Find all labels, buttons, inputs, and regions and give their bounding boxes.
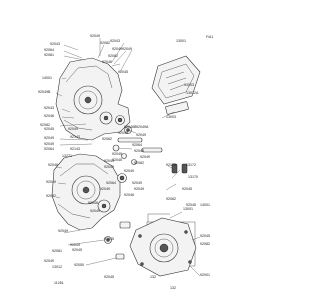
part-callout: 92049 (136, 133, 146, 137)
part-callout: 92143 (70, 135, 80, 139)
part-callout: 92049 (90, 209, 100, 213)
part-callout: 92049 (140, 155, 150, 159)
part-callout: 92046 (44, 114, 54, 118)
part-callout: 13003 (166, 115, 176, 119)
part-callout: 92082 (40, 123, 50, 127)
part-callout: 132 (170, 286, 176, 290)
part-callout: 92173 (166, 163, 176, 167)
part-callout: 92049 (134, 187, 144, 191)
part-callout: 92049 (134, 149, 144, 153)
part-callout: 92043 (44, 106, 54, 110)
part-callout: 92043 (50, 42, 60, 46)
part-callout: 92064 (44, 147, 54, 151)
crankcase-lower-half (51, 153, 121, 231)
part-callout: 92043 (110, 39, 120, 43)
part-callout: 92045 (112, 158, 122, 162)
part-callout: 92049 (70, 243, 80, 247)
part-callout: 92049 (68, 127, 78, 131)
part-callout: 92045 (104, 237, 114, 241)
part-callout: 13172 (186, 163, 196, 167)
diagram-ref-code: F/A1 (206, 35, 213, 39)
part-callout: 92049 (122, 47, 132, 51)
part-callout: 92050 (74, 263, 84, 267)
part-callout: 132 (150, 275, 156, 279)
part-callout: 92045 (182, 187, 192, 191)
part-callout: 92082 (46, 194, 56, 198)
part-callout: 92049 (46, 180, 56, 184)
part-number-callouts: 9204392049920829206492081920439204992046… (38, 34, 210, 290)
part-callout: 92082 (200, 242, 210, 246)
part-callout: 92049 (44, 259, 54, 263)
part-callout: 92049A (136, 125, 149, 129)
part-callout: 92064 (132, 143, 142, 147)
part-callout: 13170 (188, 175, 198, 179)
part-callout: 92049B (38, 90, 51, 94)
part-callout: 14001 (42, 76, 52, 80)
part-callout: 13001 (176, 39, 186, 43)
exploded-parts-diagram: F/A1 (38, 34, 213, 290)
part-callout: 92045 (186, 203, 196, 207)
shaft-parts (112, 137, 188, 174)
part-callout: 92045 (118, 70, 128, 74)
cylinder-cover-assembly (129, 213, 197, 277)
crankcase-upper-half (55, 57, 131, 141)
part-callout: 92045 (104, 275, 114, 279)
leader-lines (55, 38, 201, 277)
part-callout: 92049 (90, 34, 100, 38)
part-callout: 92045 (200, 234, 210, 238)
part-callout: 92081 (44, 53, 54, 57)
bearing-group-lower (104, 173, 131, 260)
part-callout: 92049 (104, 165, 114, 169)
part-callout: 92049 (104, 159, 114, 163)
part-callout: 92046 (124, 193, 134, 197)
part-callout: 13012 (52, 265, 62, 269)
part-callout: 13003 (184, 83, 194, 87)
part-callout: 92049 (132, 181, 142, 185)
part-callout: 92045 (72, 248, 82, 252)
part-callout: 92049 (100, 187, 110, 191)
part-callout: 92045 (44, 127, 54, 131)
part-callout: 92046 (48, 163, 58, 167)
part-callout: 13012A (186, 91, 199, 95)
part-callout: 92049 (44, 136, 54, 140)
part-callout: 92143 (70, 147, 80, 151)
part-callout: 92082 (166, 197, 176, 201)
part-callout: 92046 (102, 60, 112, 64)
part-callout: 92049 (44, 142, 54, 146)
part-callout: 92049 (112, 47, 122, 51)
reed-valve-assembly (151, 55, 201, 115)
part-callout: 92001 (200, 273, 210, 277)
part-callout: 92049 (58, 229, 68, 233)
part-callout: 14001 (200, 203, 210, 207)
part-callout: 92049 (124, 169, 134, 173)
part-callout: 92082 (100, 41, 110, 45)
part-callout: 92049 (112, 152, 122, 156)
part-callout: 13001 (183, 207, 193, 211)
part-callout: 92082 (108, 54, 118, 58)
part-callout: 92046 (88, 201, 98, 205)
part-callout: 92082 (134, 161, 144, 165)
part-callout: 11261 (54, 281, 64, 285)
part-callout: 92046B (124, 125, 137, 129)
part-callout: 92082 (102, 137, 112, 141)
part-callout: 92049 (118, 131, 128, 135)
part-callout: 92081 (52, 249, 62, 253)
part-callout: 92064 (106, 181, 116, 185)
part-callout: 92064 (44, 48, 54, 52)
part-callout: 13271 (62, 154, 72, 158)
